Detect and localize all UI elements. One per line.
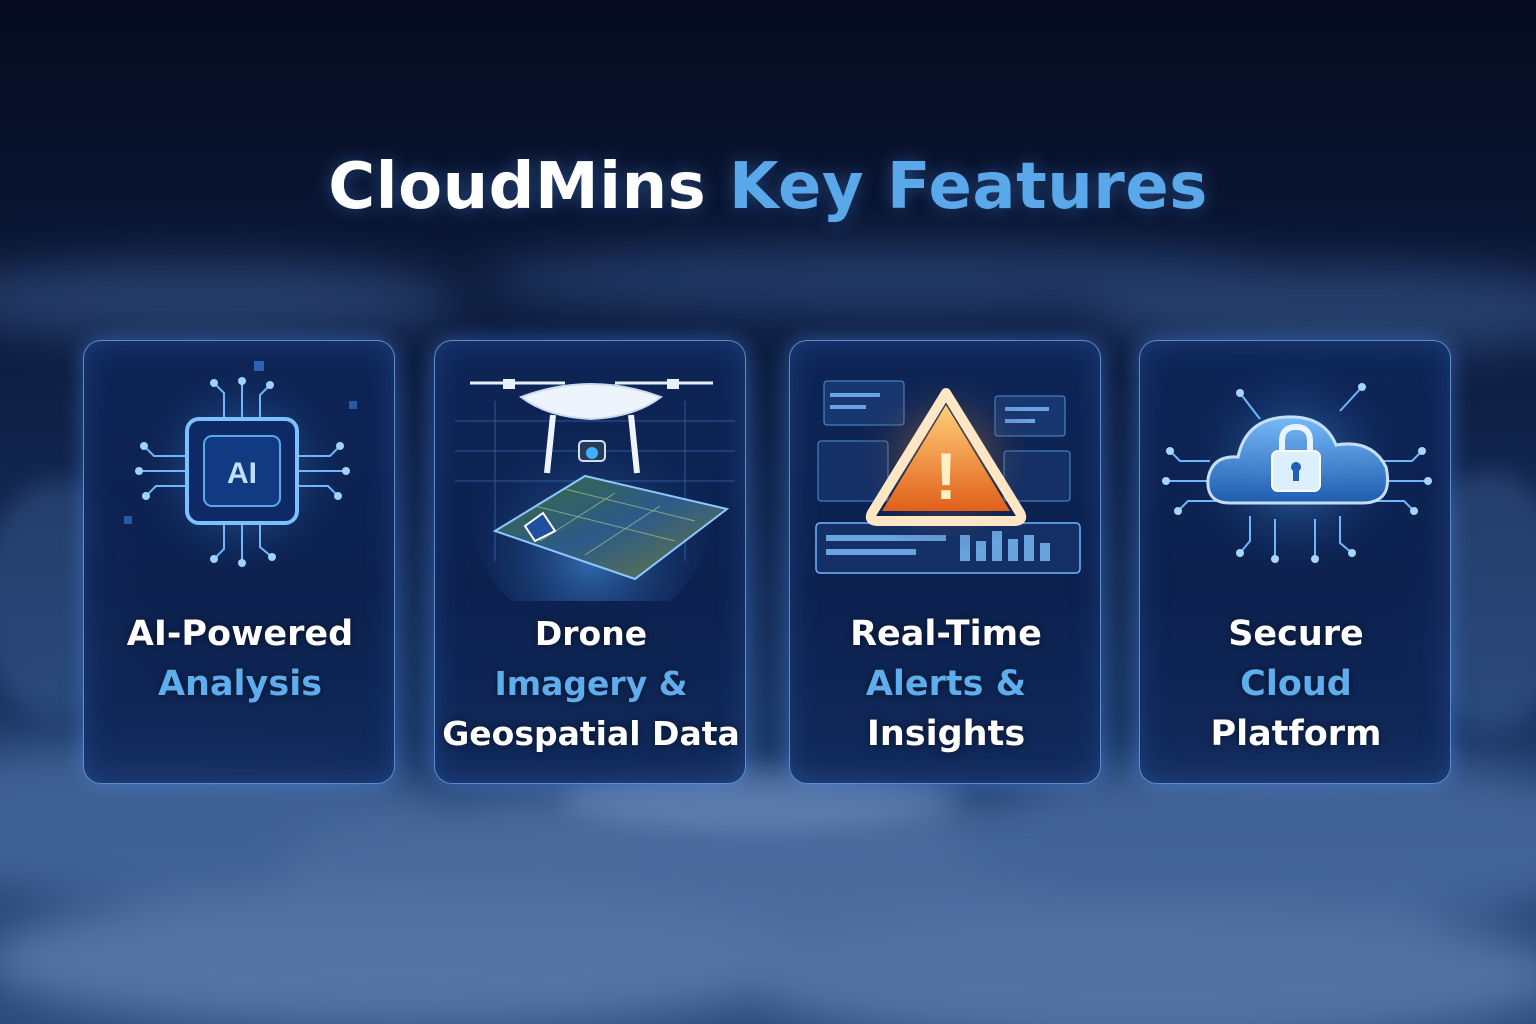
feature-card-ai-analysis[interactable]: AI AI-Powered Analysis [83, 340, 395, 784]
card-line2: Analysis [157, 664, 323, 704]
feature-card-ai-label: AI-Powered Analysis [84, 609, 394, 709]
feature-card-drone-imagery[interactable]: Drone Imagery & Geospatial Data [434, 340, 746, 784]
drone-icon [455, 379, 735, 601]
card-line3: Platform [1210, 714, 1382, 754]
feature-card-cloud-label: Secure Cloud Platform [1140, 609, 1450, 759]
card-line1: AI-Powered [126, 614, 354, 654]
warning-alert-icon: ! [815, 366, 1081, 574]
alert-glyph: ! [935, 439, 957, 513]
ai-chip-icon: AI [124, 361, 357, 581]
feature-card-alerts-label: Real-Time Alerts & Insights [790, 609, 1100, 759]
chip-text: AI [227, 457, 257, 490]
cloud-lock-icon [1162, 351, 1432, 581]
card-line1: Drone [534, 614, 648, 653]
card-line2: Alerts & [865, 664, 1027, 704]
card-line2: Imagery & [494, 664, 688, 703]
card-line3: Geospatial Data [442, 714, 740, 753]
feature-card-realtime-alerts[interactable]: ! Real-Time Alerts & Insights [789, 340, 1101, 784]
card-line1: Secure [1228, 614, 1364, 654]
card-line2: Cloud [1240, 664, 1352, 704]
card-line1: Real-Time [850, 614, 1042, 654]
title-subtitle: Key Features [729, 150, 1208, 224]
title-brand: CloudMins [328, 150, 707, 224]
feature-card-drone-label: Drone Imagery & Geospatial Data [435, 609, 745, 759]
card-line3: Insights [866, 714, 1026, 754]
feature-card-secure-cloud[interactable]: Secure Cloud Platform [1139, 340, 1451, 784]
page-title: CloudMins Key Features [0, 150, 1536, 224]
